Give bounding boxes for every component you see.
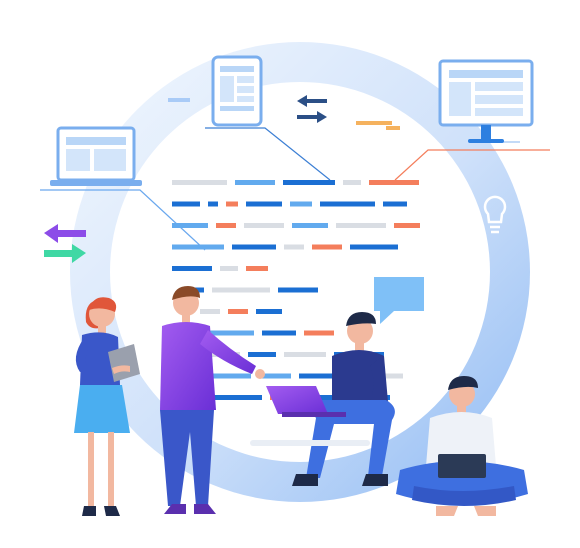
code-segment <box>369 180 419 185</box>
man-with-laptop-sitting <box>250 312 395 486</box>
code-segment <box>172 244 224 250</box>
code-segment <box>312 244 342 250</box>
code-segment <box>228 309 248 314</box>
man-pointing <box>160 286 265 514</box>
code-segment <box>220 266 238 271</box>
code-segment <box>216 223 236 228</box>
code-segment <box>256 309 282 314</box>
code-segment <box>232 244 276 250</box>
code-segment <box>208 201 218 207</box>
man-cross-legged-with-laptop <box>396 376 528 516</box>
swap-arrows-icon <box>297 95 327 123</box>
lightbulb-icon <box>483 195 507 234</box>
code-segment <box>246 201 282 207</box>
code-segment <box>172 201 200 207</box>
code-segment <box>212 287 270 293</box>
chat-bubble-icon <box>374 277 424 324</box>
monitor-icon <box>438 59 534 143</box>
code-segment <box>172 223 208 228</box>
side-arrows-icon <box>44 224 86 263</box>
code-segment <box>244 223 284 228</box>
laptop-icon <box>50 126 142 186</box>
code-segment <box>172 180 227 185</box>
laptop-device <box>438 454 486 478</box>
code-segment <box>284 244 304 250</box>
code-segment <box>394 223 420 228</box>
decor-dashes <box>168 98 400 130</box>
code-segment <box>226 201 238 207</box>
code-segment <box>304 330 334 336</box>
laptop-device <box>266 386 328 414</box>
code-segment <box>210 330 254 336</box>
code-segment <box>299 373 339 379</box>
code-segment <box>214 395 262 400</box>
code-segment <box>320 201 375 207</box>
code-segment <box>246 266 268 271</box>
code-segment <box>350 244 398 250</box>
code-segment <box>205 373 251 379</box>
code-segment <box>262 330 296 336</box>
tablet-icon <box>211 55 263 127</box>
code-segment <box>343 180 361 185</box>
code-segment <box>292 223 328 228</box>
code-segment <box>259 373 291 379</box>
code-segment <box>235 180 275 185</box>
code-segment <box>172 266 212 271</box>
code-segment <box>383 201 407 207</box>
code-segment <box>290 201 312 207</box>
code-segment <box>283 180 335 185</box>
code-segment <box>336 223 386 228</box>
code-segment <box>278 287 318 293</box>
connector-lines <box>40 127 550 251</box>
woman-with-tablet <box>74 297 140 516</box>
code-segment <box>248 352 276 357</box>
code-segment <box>284 352 326 357</box>
code-segment <box>200 309 220 314</box>
